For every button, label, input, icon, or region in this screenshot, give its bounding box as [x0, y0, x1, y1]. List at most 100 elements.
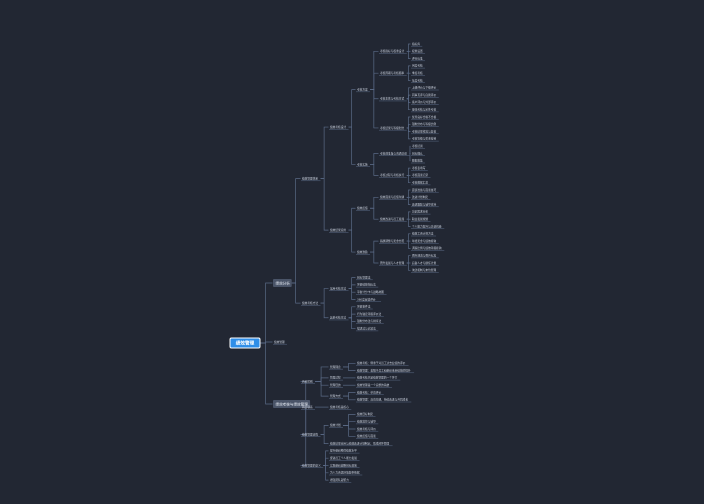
sub-topic[interactable]: 管理理念: [329, 365, 344, 370]
leaf-topic[interactable]: 强制分布与等级比例: [411, 122, 439, 127]
leaf-topic[interactable]: 面谈准备与面谈技巧: [411, 188, 439, 193]
leaf-topic[interactable]: 绩效管理: [273, 340, 288, 345]
sub-topic[interactable]: 考核主体与考核方式: [379, 97, 407, 102]
sub-topic[interactable]: 考核周期与考核频率: [379, 71, 407, 76]
sub-topic[interactable]: 考核方案: [356, 87, 371, 93]
connector-line: [406, 262, 411, 271]
leaf-topic[interactable]: 考核表填写: [411, 166, 428, 171]
leaf-topic[interactable]: 绩效目标制定: [356, 412, 376, 417]
sub-topic[interactable]: 管理过程: [329, 376, 344, 381]
leaf-topic[interactable]: 平衡计分卡与战略地图: [356, 290, 387, 295]
leaf-topic[interactable]: 培训需求分析: [411, 210, 431, 215]
leaf-topic[interactable]: 调薪比例与绩效等级挂钩: [411, 246, 445, 251]
sub-topic[interactable]: 其他考核方法: [329, 316, 349, 321]
sub-topic[interactable]: 晋升发展与人才管理: [379, 261, 407, 266]
leaf-topic[interactable]: 为人力资源决策提供依据: [329, 471, 363, 476]
leaf-topic[interactable]: 优秀良好合格不合格: [411, 115, 439, 120]
leaf-topic[interactable]: 职业发展规划: [411, 217, 431, 222]
leaf-topic[interactable]: 后备人才与继任计划: [411, 261, 439, 266]
leaf-topic[interactable]: 增强团队凝聚力: [329, 478, 352, 483]
leaf-topic[interactable]: 绩效反馈与面谈: [356, 434, 379, 439]
leaf-topic[interactable]: 绩效考核只是绩效管理的一个环节: [356, 376, 401, 381]
leaf-topic[interactable]: 上级评价与下级评价: [411, 86, 439, 91]
main-branch-topic[interactable]: 绩效分析: [273, 279, 292, 287]
leaf-topic[interactable]: 关键绩效指标法: [356, 283, 379, 288]
sub-topic[interactable]: 绩效管理的意义: [301, 463, 324, 468]
leaf-topic[interactable]: 考核等级与奖金挂钩: [411, 137, 439, 142]
sub-topic[interactable]: 考核实施: [356, 162, 371, 167]
sub-topic[interactable]: 绩效计划: [329, 423, 344, 428]
root-topic-label: 绩效管理: [236, 340, 255, 347]
leaf-topic[interactable]: 改进计划制定: [411, 195, 431, 200]
sub-topic[interactable]: 绩效激励: [356, 250, 371, 255]
leaf-topic[interactable]: 客户评价与外部评价: [411, 100, 439, 105]
sub-topic[interactable]: 管理目的: [329, 383, 344, 388]
topic-label: 量化考核与定性考核: [412, 108, 436, 112]
leaf-topic[interactable]: 目标管理法: [356, 275, 373, 281]
leaf-topic[interactable]: 绩效监控与辅导: [356, 420, 379, 425]
leaf-topic[interactable]: 绩效管理：着眼于员工和组织未来绩效的提升: [356, 368, 415, 374]
leaf-topic[interactable]: 改进跟踪与辅导支持: [411, 202, 439, 208]
leaf-topic[interactable]: 考核结果校准与复核: [411, 129, 439, 135]
sub-topic[interactable]: 绩效考核设计: [329, 125, 349, 130]
sub-topic[interactable]: 绩效管理流程: [301, 432, 321, 437]
topic-label: 考核方案: [357, 87, 368, 91]
leaf-topic[interactable]: 月度考核: [411, 64, 426, 69]
sub-topic[interactable]: 考核前准备与沟通培训: [379, 151, 410, 156]
leaf-topic[interactable]: 年终奖金与绩效挂钩: [411, 239, 439, 244]
leaf-topic[interactable]: 评分标准: [411, 56, 426, 62]
sub-topic[interactable]: 常用考核方法: [329, 286, 349, 291]
leaf-topic[interactable]: 绩效考核是核心: [329, 405, 352, 410]
leaf-topic[interactable]: 描述法与比较法: [356, 327, 379, 332]
sub-topic[interactable]: 绩效反馈: [356, 206, 371, 211]
leaf-topic[interactable]: 360度反馈评价: [356, 297, 382, 302]
leaf-topic[interactable]: 考核培训: [411, 144, 426, 149]
leaf-topic[interactable]: 绩效管理是一个完整的系统: [356, 383, 393, 388]
leaf-topic[interactable]: 绩效管理：双向沟通，持续改进与共同成长: [356, 398, 412, 403]
leaf-topic[interactable]: 权重设置: [411, 49, 426, 54]
leaf-topic[interactable]: 晋升通道与晋升标准: [411, 254, 439, 259]
sub-topic[interactable]: 绩效面谈与反馈沟通: [379, 195, 407, 200]
branch-topic-box: [273, 279, 292, 287]
connector-line: [343, 425, 356, 430]
leaf-topic[interactable]: 强制分布法与排序法: [356, 319, 384, 324]
leaf-topic[interactable]: 量化考核与定性考核: [411, 108, 439, 113]
leaf-topic[interactable]: 绩效工资计算方法: [411, 232, 437, 237]
connector-line: [406, 189, 411, 198]
leaf-topic[interactable]: 考核数据汇总: [411, 181, 431, 186]
leaf-topic[interactable]: 实现组织战略目标落地: [329, 463, 360, 468]
connector-line: [348, 313, 356, 319]
topic-label: 管理目的: [330, 383, 341, 387]
leaf-topic[interactable]: 提升组织整体绩效水平: [329, 449, 360, 454]
sub-topic[interactable]: 两者区别: [301, 379, 316, 384]
sub-topic[interactable]: 考核过程与考核执行: [379, 173, 407, 178]
sub-topic[interactable]: 薪酬调整与奖金分配: [379, 239, 407, 244]
leaf-topic[interactable]: 目标确认: [411, 151, 426, 156]
sub-topic[interactable]: 绩效管理体系: [301, 176, 321, 182]
main-branch-topic[interactable]: 绩效考核与绩效管理: [273, 400, 311, 408]
leaf-topic[interactable]: 促进员工个人能力发展: [329, 456, 360, 461]
sub-topic[interactable]: 考核结果与等级划分: [379, 126, 407, 131]
leaf-topic[interactable]: 绩效考核：侧重于对员工过去业绩的评价: [356, 361, 409, 366]
sub-topic[interactable]: 考核指标与权重设计: [379, 49, 407, 54]
leaf-topic[interactable]: 绩效结果应用与绩效改进计划制定，形成闭环管理: [329, 441, 393, 447]
sub-topic[interactable]: 两者联系: [301, 405, 316, 410]
leaf-topic[interactable]: 数据收集: [411, 159, 426, 164]
sub-topic[interactable]: 管理方式: [329, 394, 344, 399]
leaf-topic[interactable]: 指标库: [411, 42, 423, 47]
leaf-topic[interactable]: 关键事件法: [356, 305, 373, 310]
leaf-topic[interactable]: 年度考核: [411, 78, 426, 83]
sub-topic[interactable]: 绩效考核方法: [301, 301, 321, 306]
leaf-topic[interactable]: 绩效考核与评价: [356, 427, 379, 432]
leaf-topic[interactable]: 个人能力提升与培训机会: [411, 224, 445, 229]
sub-topic[interactable]: 绩效结果应用: [329, 228, 349, 233]
sub-topic[interactable]: 绩效改进与员工发展: [379, 217, 407, 222]
leaf-topic[interactable]: 淘汰机制与末位管理: [411, 268, 439, 273]
leaf-topic[interactable]: 绩效考核：单向评价: [356, 390, 384, 395]
leaf-topic[interactable]: 考核面谈记录: [411, 173, 431, 178]
root-topic[interactable]: 绩效管理: [229, 337, 261, 349]
leaf-topic[interactable]: 同事互评与自我评价: [411, 93, 439, 98]
connector-line: [323, 465, 329, 481]
leaf-topic[interactable]: 季度考核: [411, 71, 426, 76]
leaf-topic[interactable]: 行为锚定等级评价法: [356, 312, 384, 317]
